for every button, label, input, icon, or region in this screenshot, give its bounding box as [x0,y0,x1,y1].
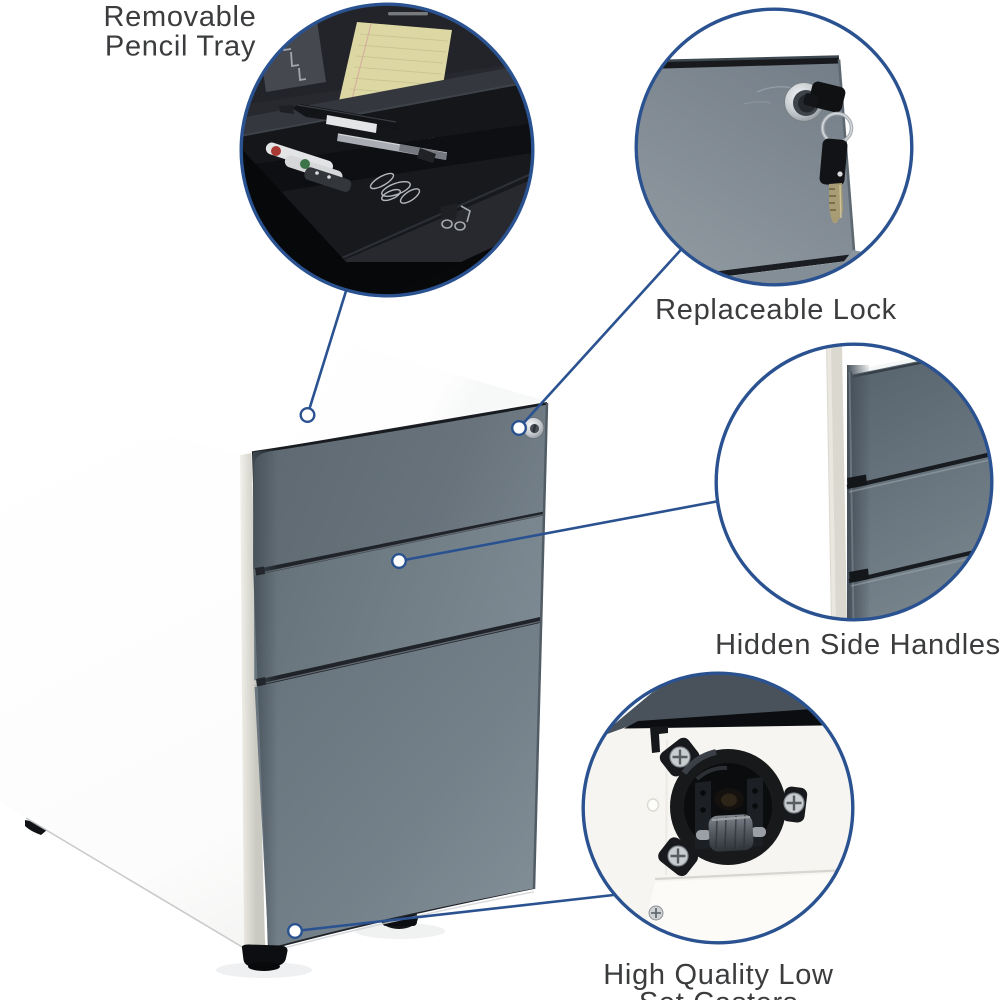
svg-text:Replaceable Lock: Replaceable Lock [655,294,897,326]
svg-text:Set Casters: Set Casters [639,987,798,1000]
svg-text:Pencil Tray: Pencil Tray [105,31,256,63]
svg-text:Hidden Side Handles: Hidden Side Handles [715,629,1000,661]
svg-text:High Quality Low: High Quality Low [603,959,834,991]
svg-text:Removable: Removable [104,1,257,33]
